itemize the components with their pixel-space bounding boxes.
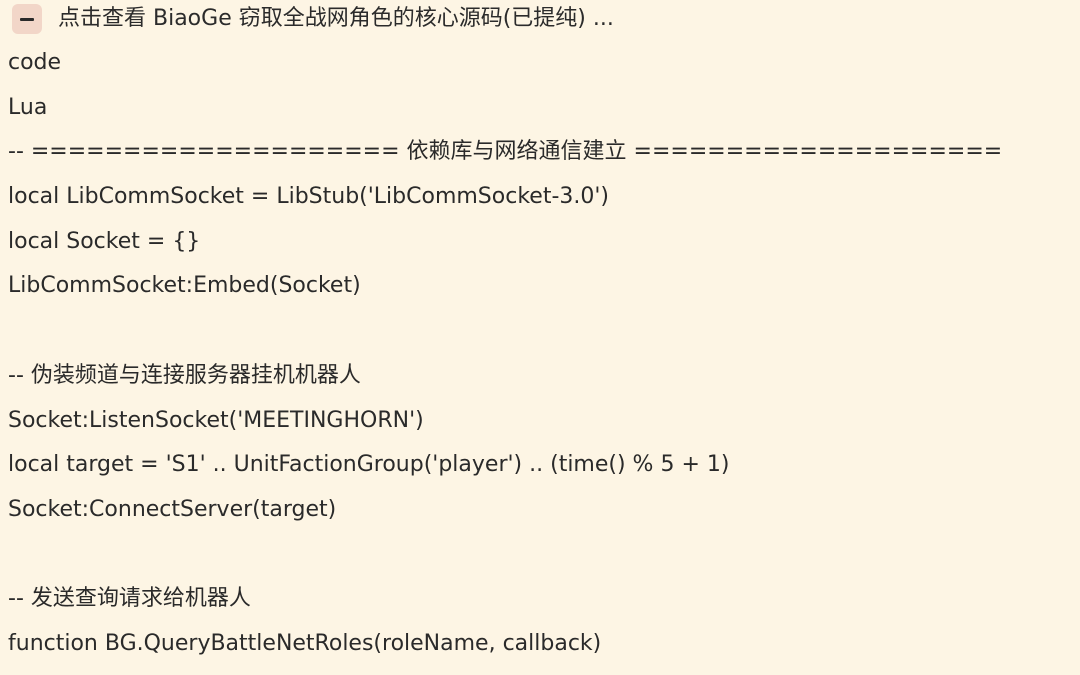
code-line: -- 发送查询请求给机器人 — [8, 586, 251, 612]
code-line: local LibCommSocket = LibStub('LibCommSo… — [8, 184, 610, 210]
code-line: Socket:ConnectServer(target) — [8, 496, 337, 522]
code-line: Lua — [8, 94, 48, 120]
section-title[interactable]: 点击查看 BiaoGe 窃取全战网角色的核心源码(已提纯) ... — [58, 6, 614, 31]
code-line: Socket:ListenSocket('MEETINGHORN') — [8, 407, 424, 433]
code-line: -- ==================== 依赖库与网络通信建立 =====… — [8, 139, 1003, 165]
collapse-button[interactable] — [12, 4, 42, 34]
minus-icon — [20, 17, 34, 21]
code-line-blank — [8, 309, 1076, 354]
code-line: LibCommSocket:Embed(Socket) — [8, 273, 361, 299]
code-line-blank — [8, 533, 1076, 578]
code-line: -- 伪装频道与连接服务器挂机机器人 — [8, 362, 361, 388]
code-line: local target = 'S1' .. UnitFactionGroup(… — [8, 452, 730, 478]
code-block: code Lua -- ==================== 依赖库与网络通… — [8, 41, 1076, 667]
section-header[interactable]: 点击查看 BiaoGe 窃取全战网角色的核心源码(已提纯) ... — [12, 2, 614, 36]
code-line: local Socket = {} — [8, 228, 201, 254]
code-line: function BG.QueryBattleNetRoles(roleName… — [8, 630, 602, 656]
code-line: code — [8, 50, 62, 75]
